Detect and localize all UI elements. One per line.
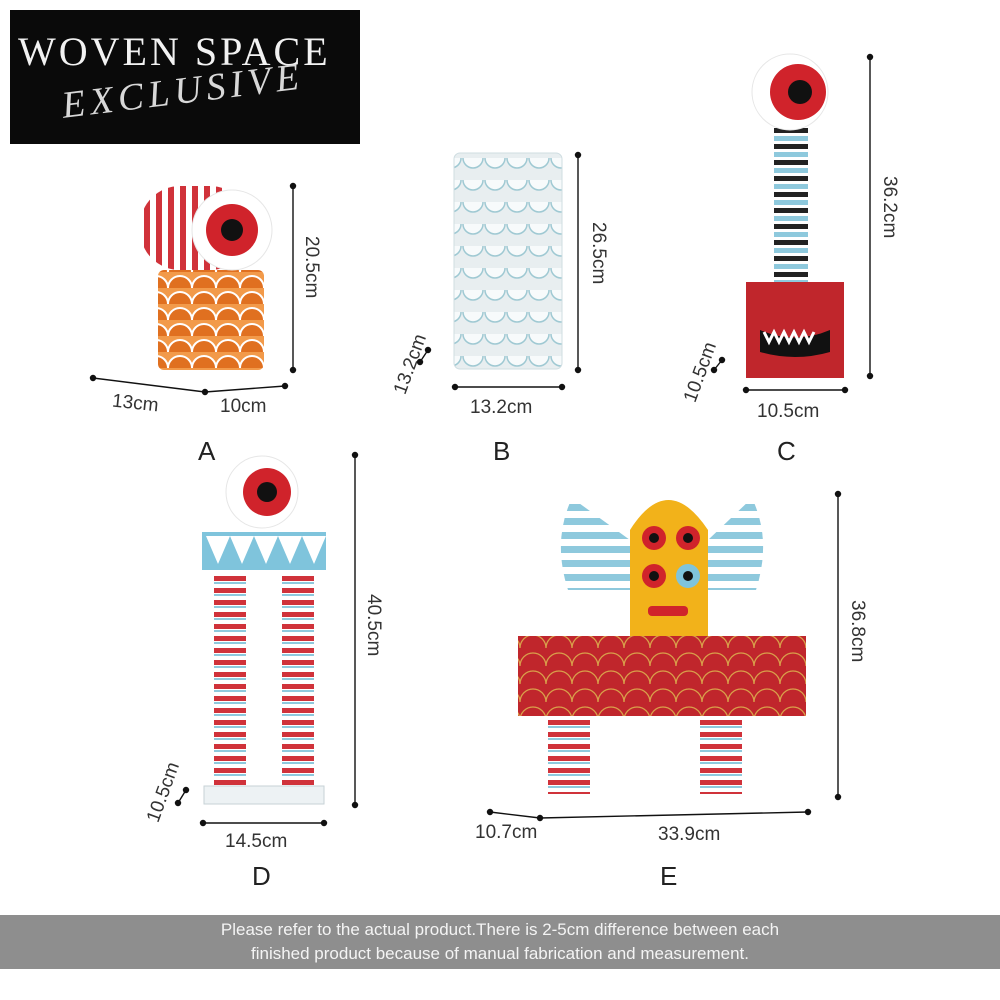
product-e-letter: E (660, 861, 678, 891)
brand-logo: WOVEN SPACE EXCLUSIVE (10, 10, 360, 144)
disclaimer-line-2: finished product because of manual fabri… (250, 944, 750, 963)
product-c-letter: C (777, 436, 796, 466)
product-a-depth: 13cm (111, 390, 160, 417)
dimension-lines (89, 53, 874, 827)
product-a-figure (140, 186, 273, 370)
product-b-letter: B (493, 436, 511, 466)
product-e-figure (518, 498, 806, 794)
product-b-width: 13.2cm (470, 397, 533, 418)
product-a-height: 20.5cm (301, 236, 322, 299)
product-a-width: 10cm (220, 396, 267, 417)
product-e-height: 36.8cm (847, 600, 868, 663)
brand-line-1: WOVEN SPACE (18, 29, 331, 74)
disclaimer-line-1: Please refer to the actual product.There… (220, 920, 780, 939)
product-c-figure (746, 53, 844, 378)
product-c-height: 36.2cm (879, 176, 900, 239)
product-e-depth: 10.7cm (475, 822, 538, 843)
product-b-figure (453, 152, 563, 370)
product-d-letter: D (252, 861, 271, 891)
product-b-height: 26.5cm (588, 222, 609, 285)
product-d-height: 40.5cm (363, 594, 384, 657)
product-d-width: 14.5cm (225, 831, 288, 852)
disclaimer-banner: Please refer to the actual product.There… (0, 915, 1000, 969)
product-c-width: 10.5cm (757, 401, 820, 422)
product-a-letter: A (198, 436, 216, 466)
product-e-width: 33.9cm (658, 824, 721, 845)
product-d-figure (202, 455, 326, 805)
